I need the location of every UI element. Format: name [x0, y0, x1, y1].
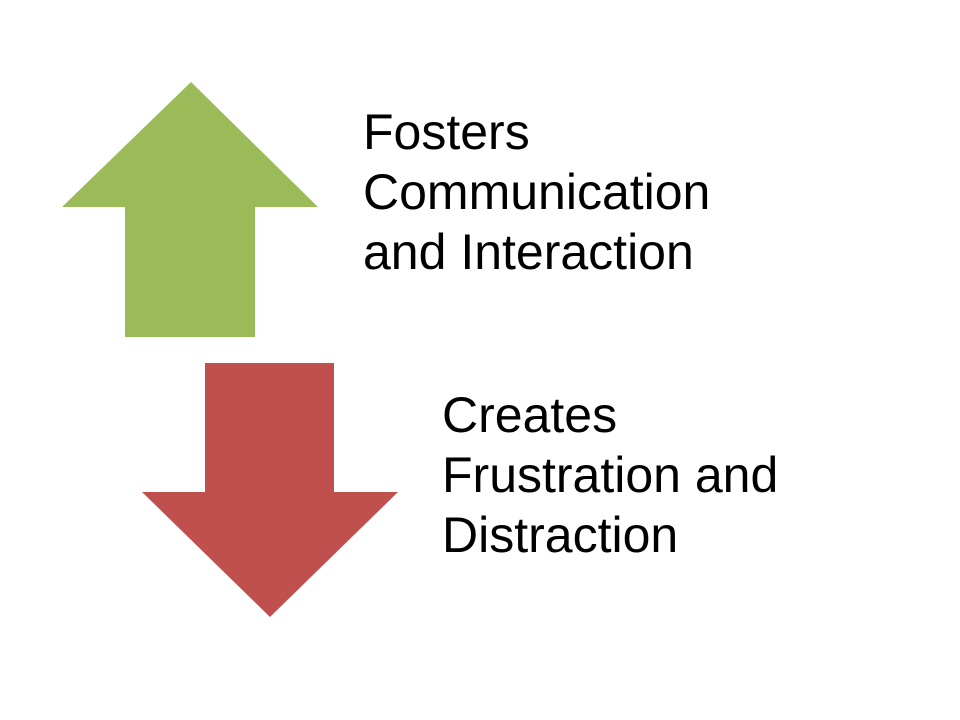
up-item-label: Fosters Communication and Interaction: [363, 104, 711, 280]
down-arrow-icon: [142, 363, 398, 617]
up-arrow-icon: [62, 82, 318, 337]
down-item-label: Creates Frustration and Distraction: [442, 387, 779, 563]
